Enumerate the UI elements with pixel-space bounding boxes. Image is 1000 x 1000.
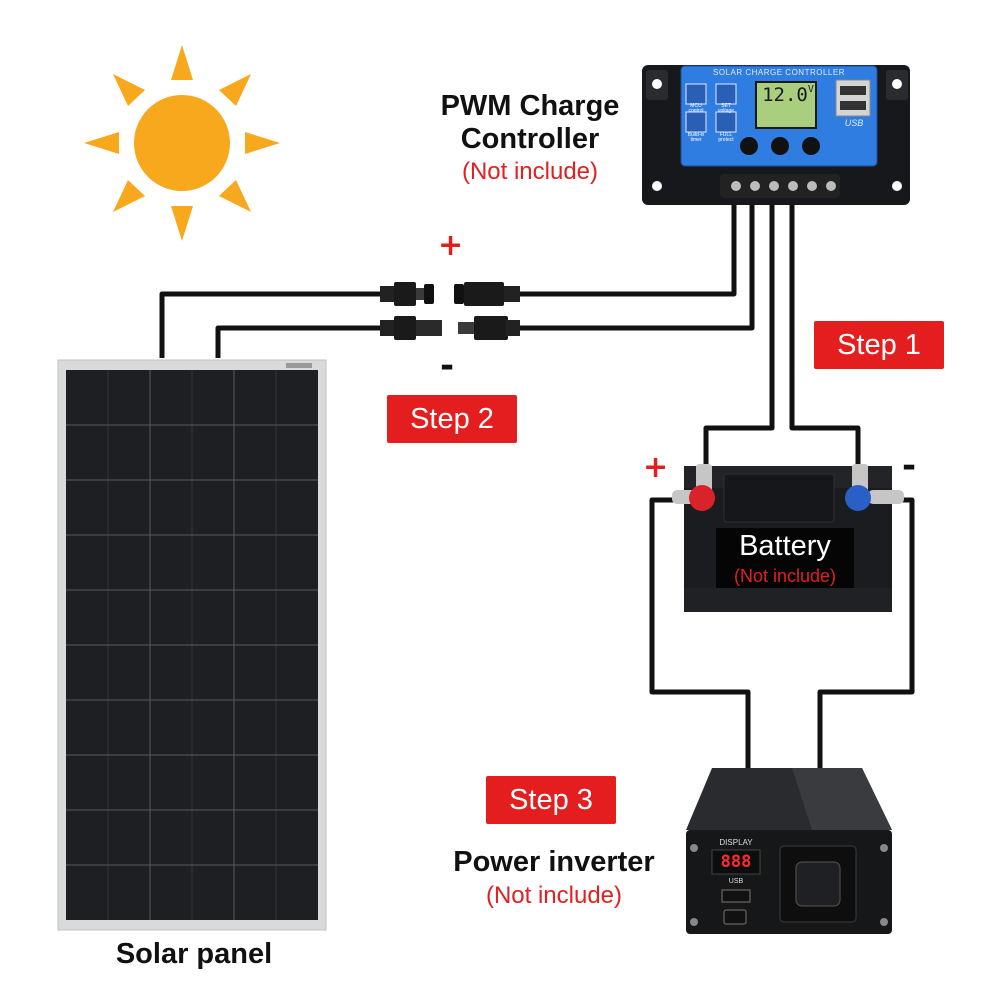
panel-minus-sign: - [440,346,455,386]
charge-controller [642,65,910,205]
battery-note: (Not include) [733,566,837,586]
panel-title: Solar panel [115,938,273,970]
battery-minus-sign: - [902,446,917,486]
panel-plus-sign: + [438,228,464,263]
controller-icon-label-4: FULL protect [718,132,734,143]
power-inverter [686,768,892,934]
controller-lcd-value: 12.0V [760,84,816,106]
usb-port-icon [835,79,871,117]
inverter-usb-label: USB [728,878,744,885]
inverter-display-value: 888 [720,852,752,872]
controller-title-line1: PWM Charge [440,90,620,122]
step-2-badge: Step 2 [387,395,517,443]
sun-icon [84,45,280,241]
controller-icon-label-1: MCU control [688,103,704,114]
controller-usb-label: USB [844,118,864,128]
controller-title-line2: Controller [460,123,600,156]
lcd-number: 12.0 [762,84,808,106]
battery-terminal-icon [672,464,904,511]
controller-icon-label-3: Build-in timer [687,132,705,143]
solar-panel [57,359,327,931]
inverter-title: Power inverter [453,846,655,878]
step-3-badge: Step 3 [486,776,616,824]
battery-label-box [716,528,854,588]
mc4-connector-icon [380,282,520,340]
controller-header-text: SOLAR CHARGE CONTROLLER [713,68,845,77]
controller-note: (Not include) [461,158,599,185]
controller-title: PWM Charge Controller [420,90,640,157]
inverter-display-label: DISPLAY [719,838,753,847]
step-1-badge: Step 1 [814,321,944,369]
battery-plus-sign: + [643,450,669,485]
inverter-note: (Not include) [485,882,623,909]
lcd-unit: V [807,84,814,95]
controller-icon-label-2: SET voltage [717,103,735,114]
battery-title: Battery [739,530,831,562]
